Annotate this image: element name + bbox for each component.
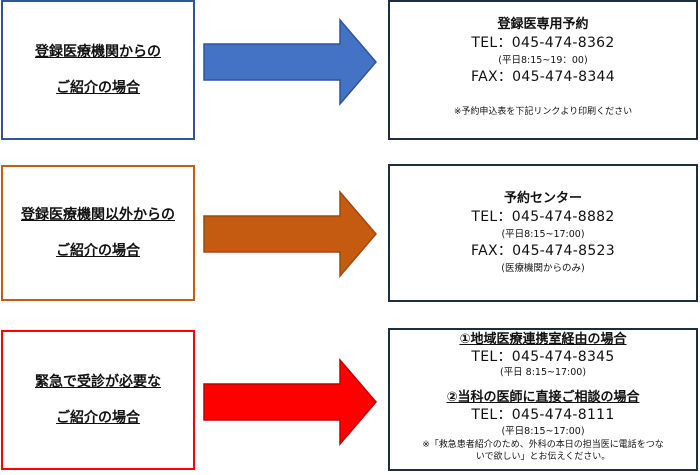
arrow-right-blue	[203, 18, 377, 106]
referral-type-line2: ご紹介の場合	[56, 410, 140, 426]
reservation-title: 登録医専用予約	[497, 17, 589, 32]
emergency-note-line1: ※「救急患者紹介のため、外科の本日の担当医に電話をつな	[422, 440, 664, 450]
referral-type-line2: ご紹介の場合	[56, 80, 140, 96]
liaison-office-title: ①地域医療連携室経由の場合	[459, 332, 627, 347]
hours-text: (平日 8:15~17:00)	[499, 367, 587, 378]
tel-number: TEL：045-474-8345	[471, 349, 615, 365]
referral-type-emergency-box: 緊急で受診が必要な ご紹介の場合	[1, 330, 195, 470]
reservation-title: 予約センター	[503, 191, 582, 206]
emergency-note-line2: いで欲しい」とお伝えください。	[475, 452, 611, 462]
tel-number: TEL：045-474-8111	[471, 407, 615, 423]
arrow-right-orange	[203, 190, 377, 278]
referral-type-line2: ご紹介の場合	[56, 243, 140, 259]
arrow-right-red	[203, 358, 377, 446]
reservation-center-box: 予約センター TEL：045-474-8882 (平日8:15~17:00) F…	[388, 164, 698, 302]
tel-number: TEL：045-474-8362	[471, 35, 615, 51]
hours-text: (平日8:15~17:00)	[501, 426, 585, 437]
fax-note: (医療機関からのみ)	[501, 263, 585, 274]
referral-type-registered-box: 登録医療機関からの ご紹介の場合	[1, 0, 195, 140]
registered-reservation-box: 登録医専用予約 TEL：045-474-8362 (平日8:15~19：00) …	[388, 0, 698, 140]
hours-text: (平日8:15~17:00)	[501, 229, 585, 240]
direct-consult-title: ②当科の医師に直接ご相談の場合	[446, 390, 640, 405]
tel-number: TEL：045-474-8882	[471, 209, 615, 225]
fax-number: FAX：045-474-8344	[471, 69, 615, 85]
print-form-note: ※予約申込表を下記リンクより印刷ください	[453, 107, 633, 117]
fax-number: FAX：045-474-8523	[471, 243, 615, 259]
hours-text: (平日8:15~19：00)	[498, 55, 588, 66]
referral-type-line1: 登録医療機関からの	[35, 44, 161, 60]
emergency-contact-box: ①地域医療連携室経由の場合 TEL：045-474-8345 (平日 8:15~…	[388, 328, 698, 471]
referral-type-line1: 登録医療機関以外からの	[21, 207, 175, 223]
referral-type-line1: 緊急で受診が必要な	[35, 374, 161, 390]
referral-type-nonregistered-box: 登録医療機関以外からの ご紹介の場合	[1, 165, 195, 301]
